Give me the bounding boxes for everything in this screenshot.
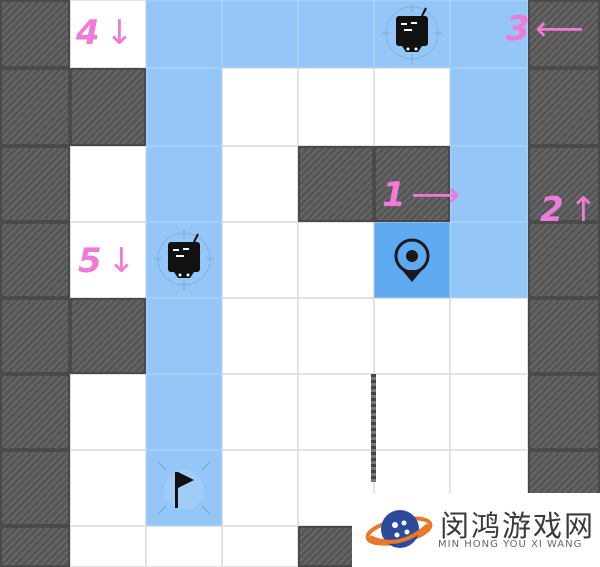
floor-tile[interactable]: [374, 374, 450, 450]
floor-tile[interactable]: [70, 146, 146, 222]
step-number: 2: [540, 190, 564, 230]
wall-tile: [0, 222, 70, 298]
floor-tile[interactable]: [374, 68, 450, 146]
floor-tile[interactable]: [70, 526, 146, 567]
floor-tile[interactable]: [222, 222, 298, 298]
floor-tile[interactable]: [146, 526, 222, 567]
floor-tile[interactable]: [450, 298, 528, 374]
path-tile[interactable]: [146, 146, 222, 222]
floor-tile[interactable]: [222, 450, 298, 526]
planet-logo-icon: [365, 510, 433, 548]
wall-tile: [0, 298, 70, 374]
floor-tile[interactable]: [222, 526, 298, 567]
arrow-right-icon: ⟶: [411, 175, 460, 215]
floor-tile[interactable]: [298, 68, 374, 146]
step-annotation-3: 3 ⟵: [506, 12, 584, 46]
floor-tile[interactable]: [222, 68, 298, 146]
wall-tile: [0, 526, 70, 567]
path-tile[interactable]: [146, 298, 222, 374]
wall-tile: [0, 68, 70, 146]
wall-tile: [528, 374, 600, 450]
target-icon[interactable]: [390, 234, 434, 286]
wall-tile: [0, 374, 70, 450]
step-number: 3: [506, 9, 530, 49]
arrow-down-icon: ↓: [105, 13, 134, 53]
robot-icon[interactable]: [382, 4, 442, 64]
path-tile[interactable]: [146, 374, 222, 450]
floor-tile[interactable]: [298, 222, 374, 298]
wall-tile: [528, 0, 600, 68]
wall-tile: [528, 68, 600, 146]
step-number: 1: [382, 175, 406, 215]
wall-tile: [374, 146, 450, 222]
watermark: 闵鸿游戏网 MIN HONG YOU XI WANG: [352, 493, 600, 567]
path-tile[interactable]: [146, 0, 222, 68]
floor-tile[interactable]: [70, 374, 146, 450]
floor-tile[interactable]: [222, 146, 298, 222]
wall-tile: [528, 146, 600, 222]
wall-tile: [0, 450, 70, 526]
path-tile[interactable]: [298, 0, 374, 68]
path-tile[interactable]: [450, 68, 528, 146]
watermark-title: 闵鸿游戏网: [440, 509, 596, 543]
floor-tile[interactable]: [298, 298, 374, 374]
floor-tile[interactable]: [298, 374, 374, 450]
wall-tile: [70, 68, 146, 146]
barrier-line: [371, 374, 376, 482]
path-tile[interactable]: [146, 68, 222, 146]
floor-tile[interactable]: [70, 0, 146, 68]
step-number: 5: [78, 241, 102, 281]
wall-tile: [298, 146, 374, 222]
path-tile[interactable]: [450, 222, 528, 298]
arrow-up-icon: ↑: [569, 190, 598, 230]
step-annotation-1: 1 ⟶: [382, 178, 460, 212]
wall-tile: [70, 298, 146, 374]
step-number: 4: [76, 13, 100, 53]
wall-tile: [0, 146, 70, 222]
floor-tile[interactable]: [70, 222, 146, 298]
flag-icon[interactable]: [154, 458, 214, 518]
path-tile[interactable]: [222, 0, 298, 68]
floor-tile[interactable]: [450, 374, 528, 450]
wall-tile: [0, 0, 70, 68]
watermark-subtitle: MIN HONG YOU XI WANG: [438, 539, 583, 550]
floor-tile[interactable]: [70, 450, 146, 526]
wall-tile: [528, 222, 600, 298]
step-annotation-2: 2 ↑: [540, 193, 598, 227]
wall-tile: [528, 298, 600, 374]
floor-tile[interactable]: [222, 298, 298, 374]
floor-tile[interactable]: [374, 298, 450, 374]
arrow-left-icon: ⟵: [535, 9, 584, 49]
floor-tile[interactable]: [222, 374, 298, 450]
step-annotation-5: 5 ↓: [78, 244, 136, 278]
path-tile[interactable]: [450, 0, 528, 68]
arrow-down-icon: ↓: [107, 241, 136, 281]
step-annotation-4: 4 ↓: [76, 16, 134, 50]
path-tile[interactable]: [450, 146, 528, 222]
robot-icon[interactable]: [154, 230, 214, 290]
